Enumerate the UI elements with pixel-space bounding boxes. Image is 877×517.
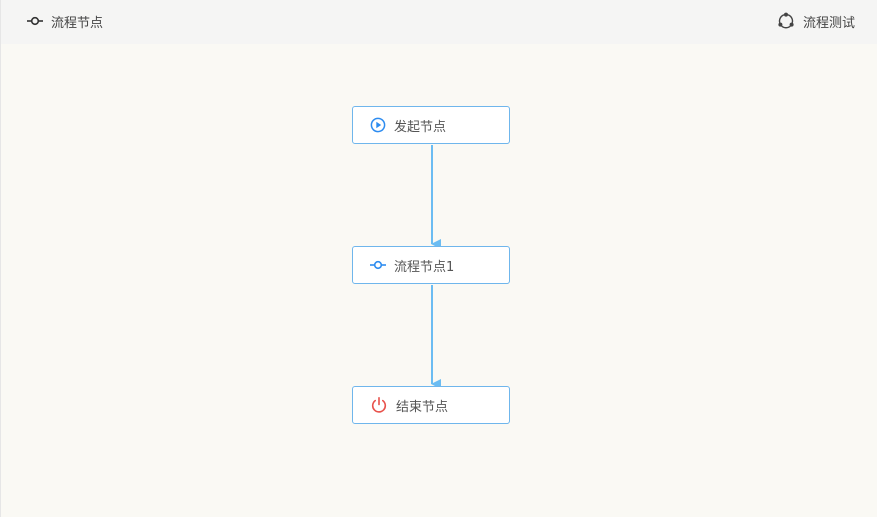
start-node[interactable]: 发起节点 <box>352 106 510 144</box>
process-node-1[interactable]: 流程节点1 <box>352 246 510 284</box>
process-node-1-label: 流程节点1 <box>394 259 455 275</box>
process-test-label: 流程测试 <box>802 15 855 31</box>
play-circle-icon <box>370 117 386 133</box>
node-icon <box>27 16 43 26</box>
power-icon <box>370 396 388 414</box>
end-node-label: 结束节点 <box>396 399 449 415</box>
end-node[interactable]: 结束节点 <box>352 386 510 424</box>
share-cycle-icon <box>777 12 795 30</box>
process-node-label: 流程节点 <box>51 15 104 31</box>
process-node-button[interactable]: 流程节点 <box>27 11 103 31</box>
process-test-button[interactable]: 流程测试 <box>777 11 855 31</box>
flow-canvas: 发起节点 流程节点1 结束节点 <box>1 44 877 517</box>
start-node-label: 发起节点 <box>394 119 447 135</box>
flow-edges <box>431 145 441 389</box>
toolbar: 流程节点 流程测试 <box>1 0 877 44</box>
node-icon <box>370 260 386 270</box>
